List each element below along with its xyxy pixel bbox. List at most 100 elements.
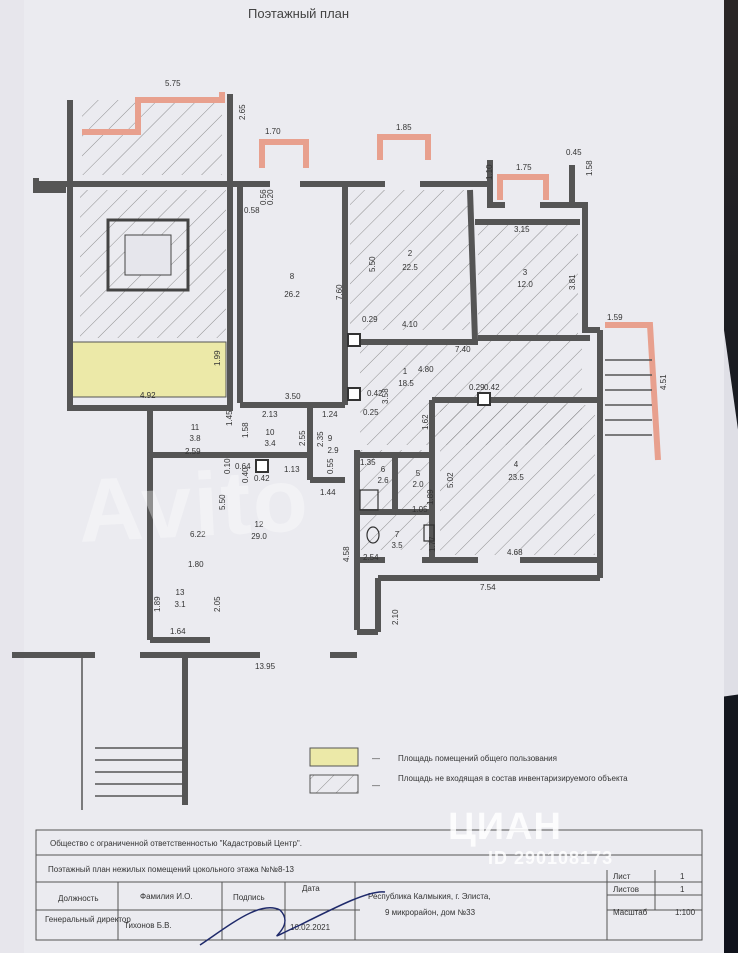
svg-text:Фамилия И.О.: Фамилия И.О. (140, 892, 193, 901)
address-line1: Республика Калмыкия, г. Элиста, (368, 892, 491, 901)
shower-fixture (359, 489, 379, 511)
name-value: Тихонов Б.В. (124, 921, 172, 930)
dim-label: 6.22 (190, 530, 206, 539)
stamp-org: Общество с ограниченной ответственностью… (50, 839, 302, 848)
dim-label: 2.59 (185, 447, 201, 456)
cian-id-watermark: ID 290108173 (488, 848, 614, 868)
dim-label: 13.95 (255, 662, 276, 671)
dim-label: 0.25 (363, 408, 379, 417)
dim-label: 2.13 (262, 410, 278, 419)
room-2-num: 2 (408, 249, 413, 258)
dim-label: 1.85 (396, 123, 412, 132)
dim-label: 0.42 (484, 383, 500, 392)
svg-text:Лист: Лист (613, 872, 631, 881)
svg-text:Листов: Листов (613, 885, 639, 894)
walls (12, 94, 603, 805)
room-7-area: 3.5 (391, 541, 403, 550)
legend-swatch-excluded (309, 774, 359, 794)
room-5-area: 2.0 (412, 480, 424, 489)
room-6-area: 2.6 (377, 476, 389, 485)
dim-label: 1.70 (265, 127, 281, 136)
room-4-area: 23.5 (508, 473, 524, 482)
dim-label: 1.89 (153, 596, 162, 612)
dim-label: 5.50 (218, 494, 227, 510)
cian-watermark: ЦИАН (448, 806, 562, 848)
dim-label: 1.58 (241, 422, 250, 438)
dim-label: 5.02 (446, 472, 455, 488)
dim-label: 3.58 (381, 388, 390, 404)
room-12-num: 12 (255, 520, 264, 529)
toilet-fixture (366, 526, 380, 544)
dim-label: 1.45 (225, 410, 234, 426)
sink-fixture (423, 524, 435, 542)
room-2-hatch (350, 190, 470, 330)
dim-label: 2.55 (298, 430, 307, 446)
stairs (81, 359, 652, 810)
room-12-area: 29.0 (251, 532, 267, 541)
excluded-area-top (82, 100, 222, 175)
room-3-hatch (478, 225, 578, 335)
dim-label: 1.35 (360, 458, 376, 467)
room-13-num: 13 (176, 588, 185, 597)
dim-label: 0.29 (362, 315, 378, 324)
avito-watermark: Avito (75, 450, 313, 562)
dim-label: 2.65 (238, 104, 247, 120)
stamp-table (35, 829, 703, 941)
dim-label: 2.54 (363, 553, 379, 562)
dim-label: 1.80 (188, 560, 204, 569)
dim-label: 1.59 (607, 313, 623, 322)
room-1-num: 1 (403, 367, 408, 376)
dim-label: 5.50 (368, 256, 377, 272)
room-2-area: 22.5 (402, 263, 418, 272)
room-8-area: 26.2 (284, 290, 300, 299)
room-9-area: 2.9 (327, 446, 339, 455)
svg-text:1:100: 1:100 (675, 908, 696, 917)
dim-label: 0.20 (266, 189, 275, 205)
room-3-num: 3 (523, 268, 528, 277)
dim-label: 0.45 (566, 148, 582, 157)
room-6-num: 6 (381, 465, 386, 474)
room-4-num: 4 (514, 460, 519, 469)
page-title: Поэтажный план (248, 6, 350, 21)
dim-label: 1.77 (428, 536, 437, 552)
svg-text:—: — (372, 781, 380, 790)
dim-label: 4.80 (418, 365, 434, 374)
room-11-area: 3.8 (189, 434, 201, 443)
room-8-num: 8 (290, 272, 295, 281)
dim-label: 1.64 (170, 627, 186, 636)
svg-text:Подпись: Подпись (233, 893, 265, 902)
dim-label: 1.44 (320, 488, 336, 497)
room-9-num: 9 (328, 434, 333, 443)
room-7-num: 7 (395, 530, 400, 539)
dim-label: 3.50 (285, 392, 301, 401)
svg-text:1: 1 (680, 885, 685, 894)
dim-label: 4.58 (342, 546, 351, 562)
room-3-area: 12.0 (517, 280, 533, 289)
dim-label: 1.24 (322, 410, 338, 419)
dim-label: 7.60 (335, 284, 344, 300)
legend-excluded-text: Площадь не входящая в состав инвентаризи… (398, 774, 628, 783)
dim-label: 0.56 (259, 189, 268, 205)
dim-label: 2.10 (391, 609, 400, 625)
svg-text:Масштаб: Масштаб (613, 908, 648, 917)
address-line2: 9 микрорайон, дом №33 (385, 908, 476, 917)
dim-label: 1.62 (421, 414, 430, 430)
dim-label: 2.05 (213, 596, 222, 612)
inner-square (106, 218, 190, 292)
dim-label: 1.10 (485, 164, 494, 180)
room-4-hatch (440, 405, 595, 555)
dim-label: 1.99 (213, 350, 222, 366)
dim-label: 0.29 (469, 383, 485, 392)
dim-label: 7.40 (455, 345, 471, 354)
room-1-area: 18.5 (398, 379, 414, 388)
svg-text:—: — (372, 754, 380, 763)
dim-label: 3.81 (568, 274, 577, 290)
svg-text:Должность: Должность (58, 894, 99, 903)
pink-wall-top (82, 92, 225, 135)
dim-label: 1.58 (585, 160, 594, 176)
svg-text:1: 1 (680, 872, 685, 881)
dim-label: 0.40 (241, 467, 250, 483)
dim-label: 7.54 (480, 583, 496, 592)
dim-label: 4.92 (140, 391, 156, 400)
